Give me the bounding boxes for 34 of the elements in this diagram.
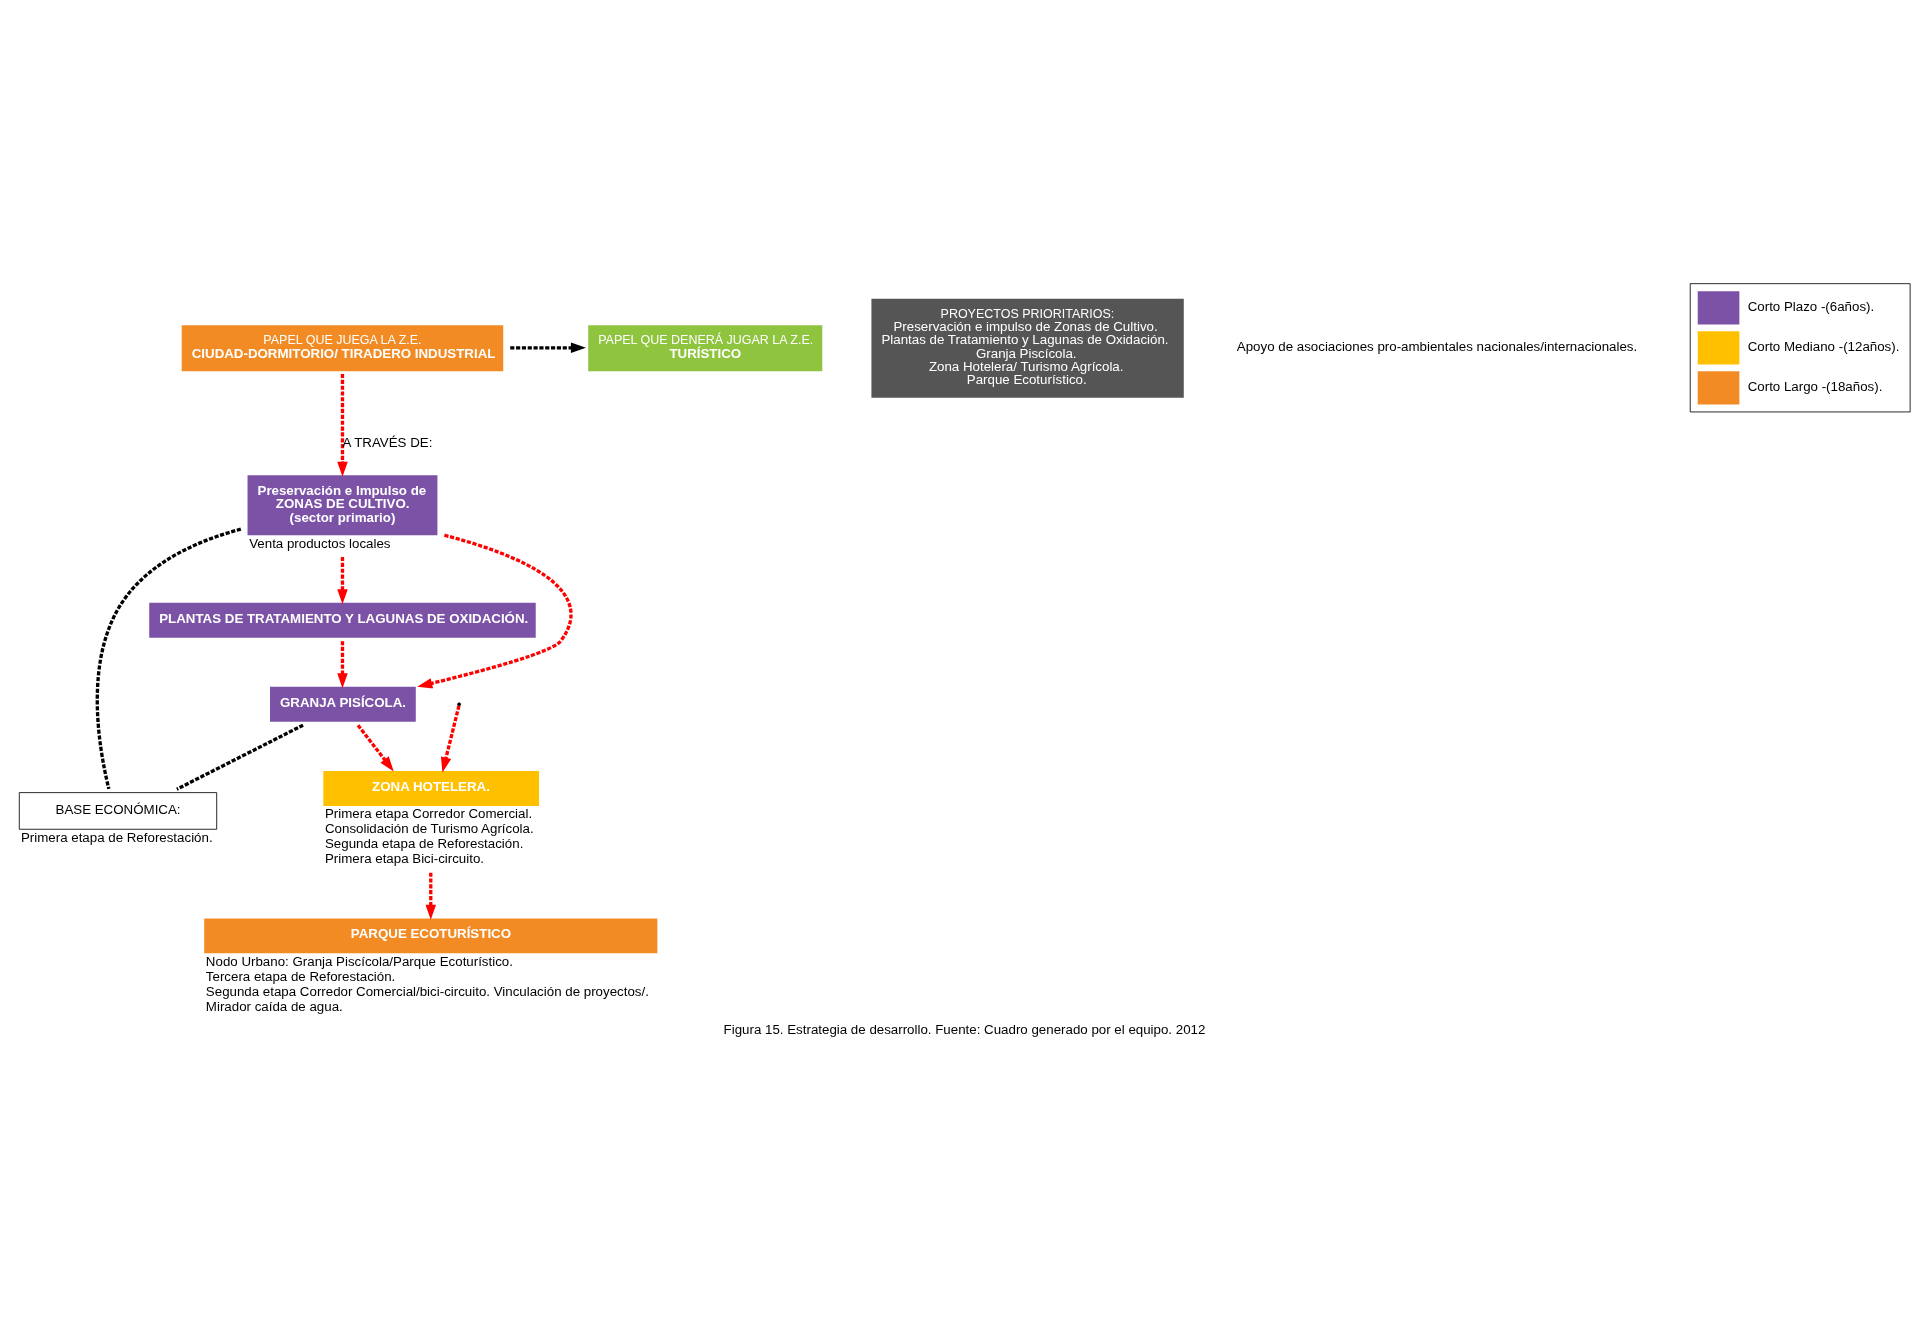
node-box: ZONA HOTELERA. (323, 770, 540, 806)
arrow (337, 641, 348, 689)
connector (95, 527, 242, 790)
node-box: PLANTAS DE TRATAMIENTO Y LAGUNAS DE OXIDACIÓN. (149, 602, 536, 638)
node-label: Segunda etapa de Reforestación. (324, 836, 524, 852)
arrow (510, 342, 586, 354)
node-box: PROYECTOS PRIORITARIOS: Preservación e impulso de Zonas de Cultivo. Plantas de Tratamiento y Lagunas de Oxidación. Granja Piscícola. Zona Hotelera/ Turismo Agrícola. Parque Ecoturístico. (871, 298, 1184, 398)
node-box: GRANJA PISÍCOLA. (270, 686, 416, 722)
arrow (440, 705, 461, 773)
node-box: PAPEL QUE DENERÁ JUGAR LA Z.E. TURÍSTICO (588, 325, 823, 372)
caption: Figura 15. Estrategia de desarrollo. Fuente: Cuadro generado por el equipo. 2012 (723, 1022, 1206, 1037)
legend-label: Corto Largo -(18años). (1747, 378, 1883, 394)
node-label: Primera etapa Corredor Comercial. (324, 806, 533, 822)
label: Apoyo de asociaciones pro-ambientales nacionales/internacionales. (1236, 338, 1638, 354)
node-label: Consolidación de Turismo Agrícola. (324, 821, 534, 837)
node-label: Segunda etapa Corredor Comercial/bici-circuito. Vinculación de proyectos/. (205, 983, 649, 999)
node-label: Nodo Urbano: Granja Piscícola/Parque Ecoturístico. (205, 953, 513, 969)
node-label: Primera etapa de Reforestación. (20, 829, 213, 845)
arrow (337, 374, 348, 477)
node-label: Venta productos locales (249, 535, 391, 551)
legend-label: Corto Plazo -(6años). (1747, 298, 1875, 314)
edge-label: A TRAVÉS DE: (342, 434, 433, 450)
node-box: PARQUE ECOTURÍSTICO (204, 918, 658, 954)
arrow (417, 533, 573, 689)
arrow (425, 872, 437, 920)
arrow (356, 724, 394, 772)
legend-label: Corto Mediano -(12años). (1747, 338, 1900, 354)
node-box: Preservación e Impulso de ZONAS DE CULTIVO. (sector primario) (247, 475, 438, 536)
arrow (337, 557, 348, 605)
connector (176, 723, 304, 791)
node-label: Tercera etapa de Reforestación. (205, 968, 396, 984)
node-label: Mirador caída de agua. (205, 998, 343, 1014)
node-box: PAPEL QUE JUEGA LA Z.E. CIUDAD-DORMITORIO/ TIRADERO INDUSTRIAL (181, 325, 504, 372)
node-label: Primera etapa Bici-circuito. (324, 851, 485, 867)
